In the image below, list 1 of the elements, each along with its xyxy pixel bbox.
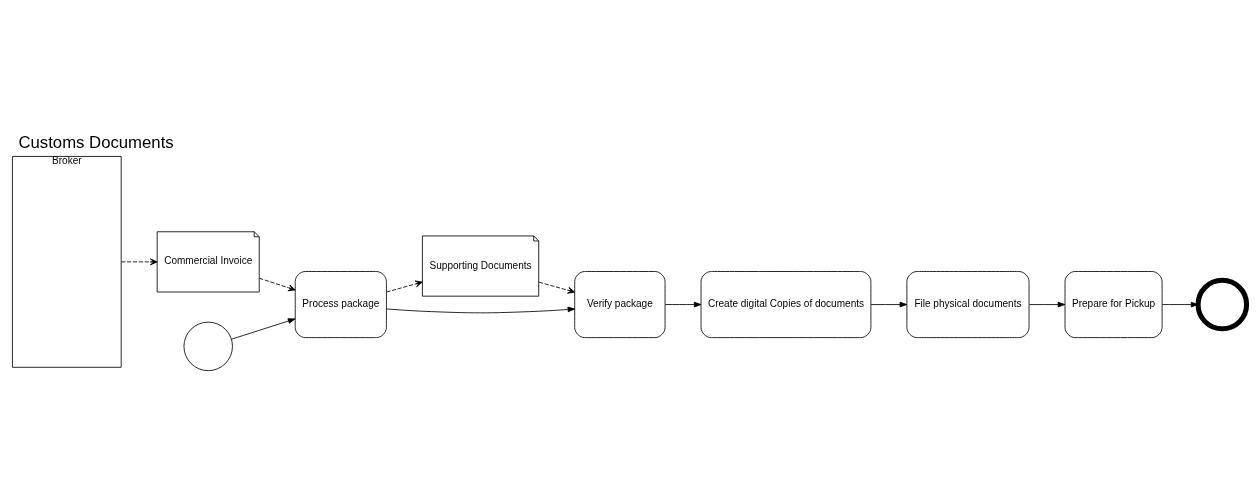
diagram-title: Customs Documents [18,133,174,153]
